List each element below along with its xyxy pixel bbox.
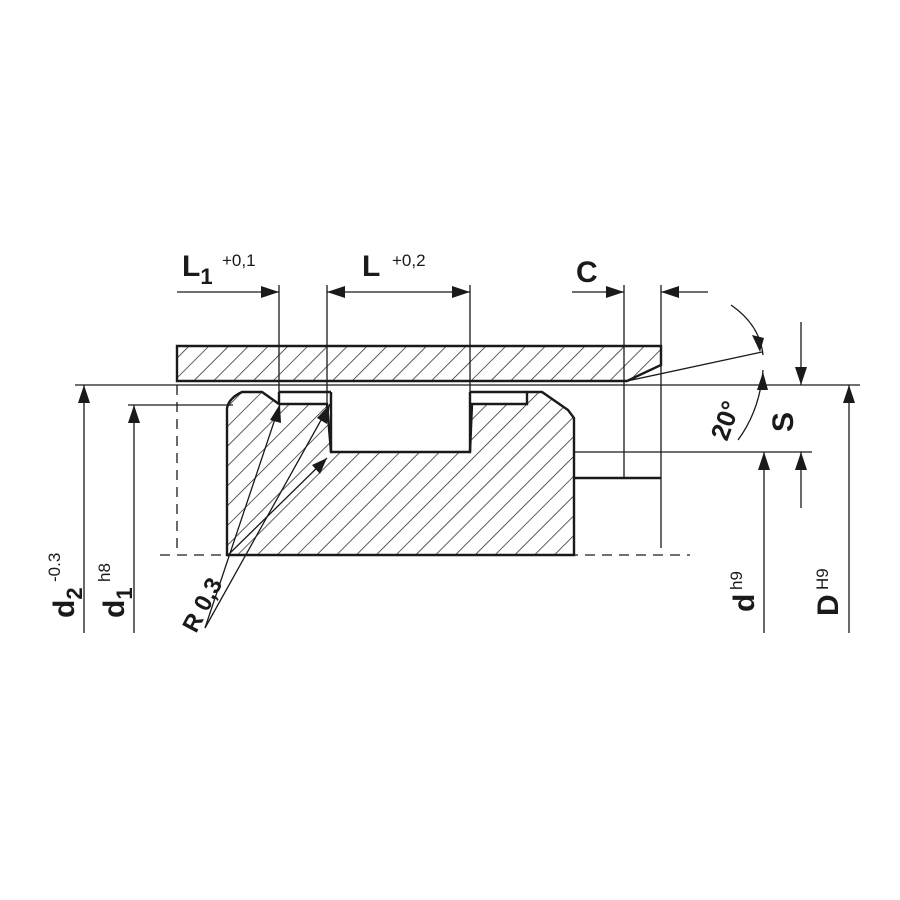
upper-part — [175, 344, 663, 383]
d1-label: d1 — [98, 587, 137, 618]
d2-label: d2 — [48, 587, 87, 618]
dimension-l: L +0,2 — [326, 250, 471, 404]
radius-label: R 0,3 — [177, 573, 228, 636]
dimension-l1: L1 +0,1 — [177, 250, 280, 392]
dimension-d2: d2 -0.3 — [45, 385, 90, 633]
dimension-big-d: D H9 — [812, 385, 855, 633]
d-label: d — [728, 594, 761, 612]
upper-part-section — [175, 344, 663, 383]
big-d-label: D — [812, 594, 845, 616]
dimension-d1: d1 h8 — [95, 405, 140, 633]
big-d-tolerance: H9 — [813, 568, 832, 590]
dimension-d: d h9 — [727, 452, 770, 633]
dimension-c: C — [572, 256, 708, 548]
dimension-angle: 20° — [704, 304, 768, 444]
d1-tolerance: h8 — [95, 563, 114, 582]
l-tolerance: +0,2 — [392, 251, 426, 270]
d2-tolerance: -0.3 — [45, 553, 64, 582]
d-tolerance: h9 — [727, 571, 746, 590]
reference-lines — [75, 351, 860, 556]
l-label: L — [362, 250, 380, 283]
c-label: C — [576, 256, 598, 289]
housing-shoulder — [574, 451, 661, 480]
l1-label: L1 — [182, 250, 213, 289]
dimension-s: S — [767, 322, 807, 508]
l1-tolerance: +0,1 — [222, 251, 256, 270]
s-label: S — [767, 412, 800, 432]
